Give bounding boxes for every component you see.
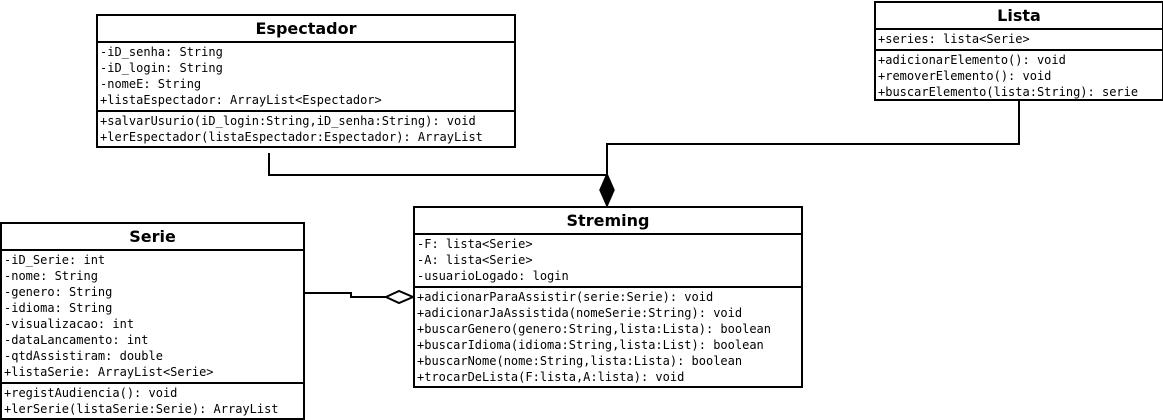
class-name: Serie: [2, 224, 303, 251]
attribute: -idioma: String: [4, 301, 113, 315]
attribute: -usuarioLogado: login: [417, 269, 569, 283]
operation: +buscarElemento(lista:String): serie: [878, 85, 1139, 99]
espectador-streming-connector: [268, 153, 608, 186]
attributes-section: +series: lista<Serie>: [876, 30, 1162, 51]
attribute: -dataLancamento: int: [4, 333, 149, 347]
attribute: -qtdAssistiram: double: [4, 349, 163, 363]
attribute: -A: lista<Serie>: [417, 253, 533, 267]
class-streming[interactable]: Streming -F: lista<Serie> -A: lista<Seri…: [413, 206, 803, 388]
operation: +lerSerie(listaSerie:Serie): ArrayList: [4, 402, 279, 416]
lista-streming-connector: [606, 100, 1020, 186]
operation: +buscarGenero(genero:String,lista:Lista)…: [417, 322, 772, 336]
attribute: -iD_senha: String: [100, 45, 223, 59]
operation: +lerEspectador(listaEspectador:Espectado…: [100, 130, 483, 144]
operation: +registAudiencia(): void: [4, 386, 178, 400]
attribute: -visualizacao: int: [4, 317, 135, 331]
operation: +buscarNome(nome:String,lista:Lista): bo…: [417, 354, 743, 368]
operation: +buscarIdioma(idioma:String,lista:List):…: [417, 338, 764, 352]
attribute: -iD_login: String: [100, 61, 223, 75]
operation: +adicionarElemento(): void: [878, 53, 1066, 67]
operation: +salvarUsurio(iD_login:String,iD_senha:S…: [100, 114, 476, 128]
attributes-section: -iD_Serie: int -nome: String -genero: St…: [2, 251, 303, 384]
operations-section: +adicionarParaAssistir(serie:Serie): voi…: [415, 288, 801, 386]
operation: +trocarDeLista(F:lista,A:lista): void: [417, 370, 685, 384]
operations-section: +salvarUsurio(iD_login:String,iD_senha:S…: [98, 112, 514, 146]
attributes-section: -F: lista<Serie> -A: lista<Serie> -usuar…: [415, 235, 801, 288]
serie-streming-connector: [303, 292, 386, 298]
attribute: +listaEspectador: ArrayList<Espectador>: [100, 93, 382, 107]
class-name: Streming: [415, 208, 801, 235]
attribute: -genero: String: [4, 285, 113, 299]
operations-section: +registAudiencia(): void +lerSerie(lista…: [2, 384, 303, 418]
operation: +adicionarJaAssistida(nomeSerie:String):…: [417, 306, 743, 320]
operation: +removerElemento(): void: [878, 69, 1052, 83]
operation: +adicionarParaAssistir(serie:Serie): voi…: [417, 290, 714, 304]
attribute: -F: lista<Serie>: [417, 237, 533, 251]
composition-diamond: [599, 172, 615, 208]
class-name: Espectador: [98, 16, 514, 43]
attribute: -nome: String: [4, 269, 98, 283]
attribute: +series: lista<Serie>: [878, 32, 1030, 46]
attribute: +listaSerie: ArrayList<Serie>: [4, 365, 214, 379]
class-espectador[interactable]: Espectador -iD_senha: String -iD_login: …: [96, 14, 516, 148]
attribute: -nomeE: String: [100, 77, 202, 91]
attribute: -iD_Serie: int: [4, 253, 106, 267]
aggregation-diamond: [383, 289, 416, 305]
operations-section: +adicionarElemento(): void +removerEleme…: [876, 51, 1162, 99]
class-lista[interactable]: Lista +series: lista<Serie> +adicionarEl…: [874, 1, 1163, 101]
class-name: Lista: [876, 3, 1162, 30]
attributes-section: -iD_senha: String -iD_login: String -nom…: [98, 43, 514, 112]
class-serie[interactable]: Serie -iD_Serie: int -nome: String -gene…: [0, 222, 305, 420]
